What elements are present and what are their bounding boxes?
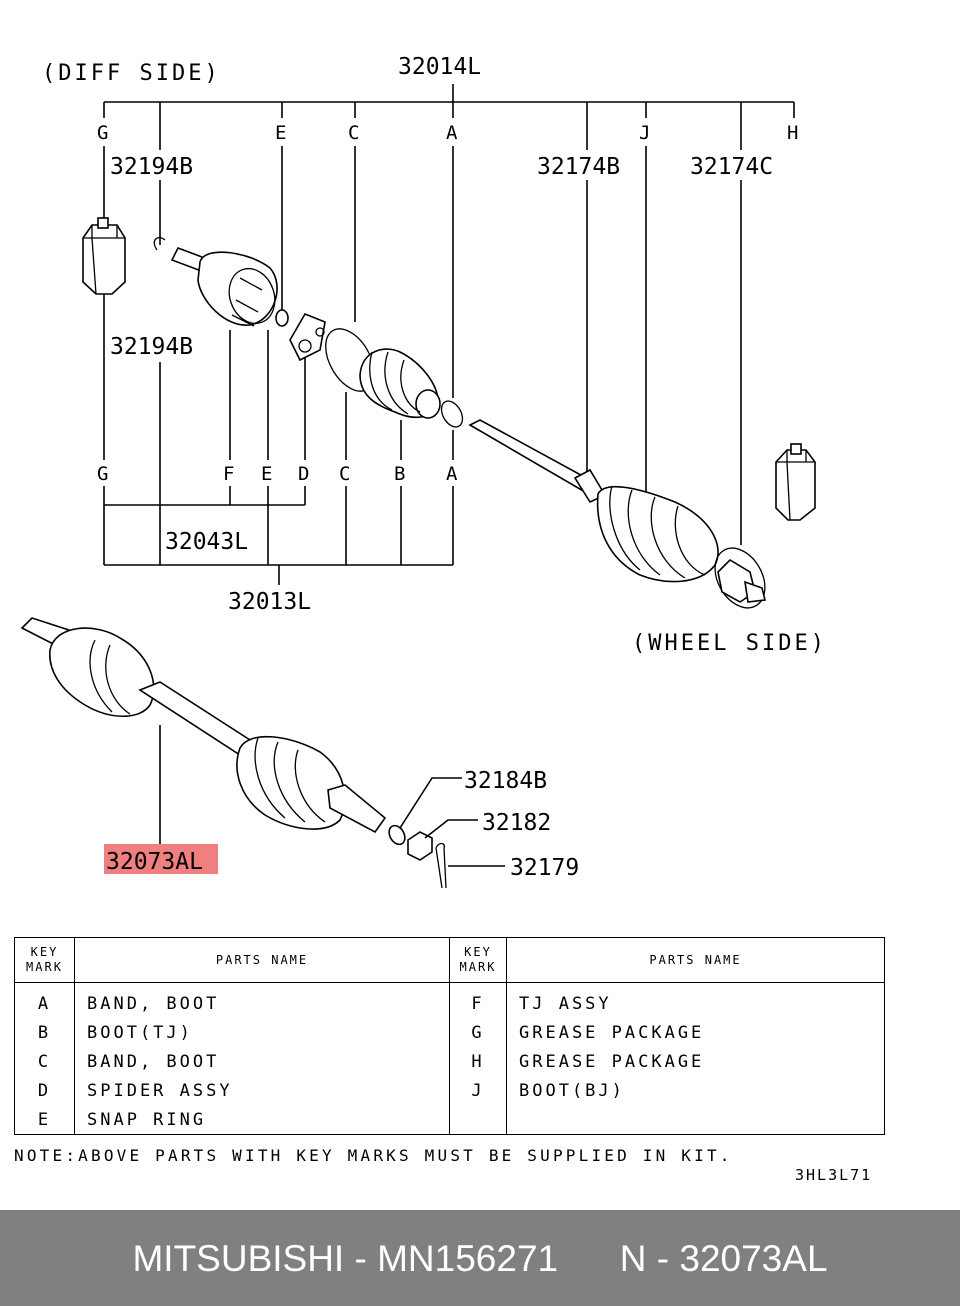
key-mark-header-right: KEY MARK: [449, 937, 507, 983]
table-row: E SNAP RING: [14, 1105, 885, 1135]
bottom-key-e: E: [261, 463, 272, 485]
key-mark-header-left: KEY MARK: [14, 937, 75, 983]
table-row: D SPIDER ASSY J BOOT(BJ): [14, 1076, 885, 1105]
drawing-code: 3HL3L71: [795, 1166, 873, 1184]
part-number-32174B: 32174B: [537, 154, 620, 180]
highlight-32073AL: [104, 844, 218, 874]
split-pin-32179-drawing: [435, 842, 505, 889]
wheel-side-label: (WHEEL SIDE): [632, 631, 827, 656]
table-header-row: KEY MARK PARTS NAME KEY MARK PARTS NAME: [14, 937, 885, 983]
top-bracket-lines: [103, 84, 795, 545]
bottom-key-c: C: [339, 463, 350, 485]
top-key-c: C: [348, 122, 359, 144]
top-key-e: E: [275, 122, 286, 144]
table-row: C BAND, BOOT H GREASE PACKAGE: [14, 1047, 885, 1076]
wheel-side-shaft-drawing: [468, 419, 766, 609]
bottom-key-a: A: [446, 463, 458, 485]
bottom-key-d: D: [298, 463, 309, 485]
bottom-key-g: G: [97, 463, 108, 485]
kit-note: NOTE:ABOVE PARTS WITH KEY MARKS MUST BE …: [14, 1146, 733, 1165]
part-number-32174C: 32174C: [690, 154, 773, 180]
bottom-key-f: F: [223, 463, 234, 485]
table-row: A BAND, BOOT F TJ ASSY: [14, 982, 885, 1018]
band-boot-a-drawing: [440, 400, 464, 428]
spider-assy-drawing: [289, 312, 326, 362]
top-key-h: H: [787, 122, 798, 144]
top-key-g: G: [97, 122, 108, 144]
grease-package-g-drawing: [82, 217, 126, 295]
bottom-bracket-lines: [103, 294, 454, 585]
top-key-a: A: [446, 122, 458, 144]
exploded-parts-diagram: (DIFF SIDE) (WHEEL SIDE) 32014L 32194B 3…: [20, 54, 827, 889]
part-number-32013L: 32013L: [228, 589, 311, 615]
part-number-32014L: 32014L: [398, 54, 481, 80]
footer-part-text: MITSUBISHI - MN156271 N - 32073AL: [132, 1238, 828, 1279]
parts-name-header-right: PARTS NAME: [506, 937, 885, 983]
snap-ring-32194b-drawing: [153, 236, 166, 251]
snap-ring-e-drawing: [275, 309, 289, 327]
part-number-32194B-mid: 32194B: [110, 334, 193, 360]
driveshaft-assembly-drawing: [20, 617, 387, 834]
bottom-key-b: B: [394, 463, 405, 485]
part-number-32194B-top: 32194B: [110, 154, 193, 180]
part-number-32182: 32182: [482, 810, 551, 836]
parts-name-header-left: PARTS NAME: [74, 937, 450, 983]
parts-table: KEY MARK PARTS NAME KEY MARK PARTS NAME …: [14, 937, 885, 1135]
part-number-32043L: 32043L: [165, 529, 248, 555]
part-number-32179: 32179: [510, 855, 579, 881]
boot-tj-drawing: [359, 348, 441, 419]
table-row: B BOOT(TJ) G GREASE PACKAGE: [14, 1018, 885, 1047]
top-key-j: J: [639, 122, 650, 144]
nut-32182-drawing: [407, 819, 478, 861]
tj-housing-drawing: [170, 246, 278, 327]
part-number-32073AL: 32073AL: [106, 849, 203, 875]
grease-package-h-drawing: [775, 443, 816, 521]
diff-side-label: (DIFF SIDE): [42, 61, 221, 86]
part-number-32184B: 32184B: [464, 768, 547, 794]
footer-bar: [0, 1210, 960, 1306]
washer-32184b-drawing: [388, 777, 462, 846]
